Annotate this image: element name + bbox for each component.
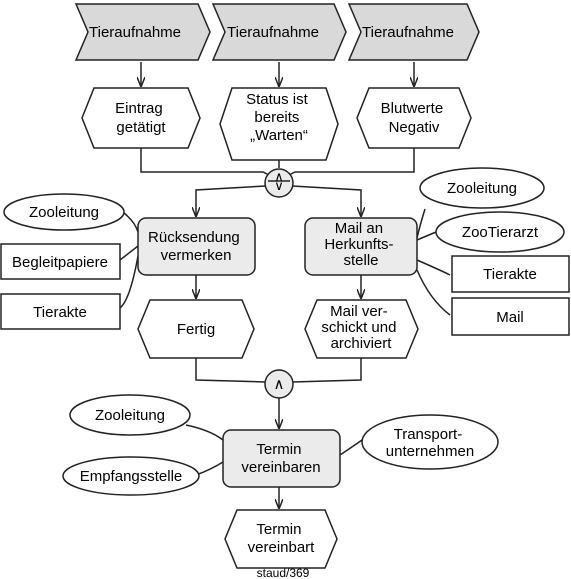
doc-tierakte-right: Tierakte (451, 255, 570, 293)
org-zooleitung-right: Zooleitung (419, 167, 545, 209)
footer-credit: staud/369 (257, 566, 310, 579)
doc-tierakte-left: Tierakte (0, 293, 121, 330)
xor-symbol: ∨ (274, 178, 284, 193)
svg-text:Empfangsstelle: Empfangsstelle (80, 468, 183, 485)
org-zootierarzt: ZooTierarzt (435, 211, 565, 253)
xor-operator: ∨ ∧ (264, 168, 294, 198)
svg-text:ZooTierarzt: ZooTierarzt (462, 224, 539, 241)
event-termin-vereinbart: Termin vereinbart (224, 509, 338, 569)
process-interface-label: Tieraufnahme (362, 24, 454, 41)
event-status-warten: Status ist bereits „Warten“ (219, 87, 339, 161)
doc-mail: Mail (451, 297, 570, 336)
process-interface-label: Tieraufnahme (89, 24, 181, 41)
svg-text:Tierakte: Tierakte (33, 304, 87, 321)
function-mail-herkunftsstelle: Mail an Herkunfts- stelle (304, 217, 418, 276)
org-empfangsstelle: Empfangsstelle (62, 456, 200, 496)
svg-text:∧: ∧ (274, 169, 284, 184)
svg-text:Fertig: Fertig (177, 321, 215, 338)
process-interface-3: Tieraufnahme (347, 3, 480, 61)
and-operator: ∧ (264, 369, 294, 399)
svg-text:Zooleitung: Zooleitung (29, 204, 99, 221)
connectors (119, 62, 451, 508)
svg-text:Zooleitung: Zooleitung (95, 407, 165, 424)
svg-text:Tierakte: Tierakte (483, 266, 537, 283)
doc-begleitpapiere: Begleitpapiere (0, 243, 121, 280)
svg-text:Termin vereinbaren: Termin vereinbaren (241, 441, 320, 476)
svg-text:Begleitpapiere: Begleitpapiere (12, 254, 108, 271)
svg-text:Mail an Herkunfts-: Mail an Herkunfts- stelle (324, 220, 397, 269)
svg-text:Mail: Mail (496, 309, 524, 326)
function-ruecksendung: Rücksendung vermerken (137, 217, 256, 276)
org-transportunternehmen: Transport- unternehmen (361, 414, 499, 470)
function-termin-vereinbaren: Termin vereinbaren (222, 429, 341, 488)
process-interface-2: Tieraufnahme (211, 3, 347, 61)
event-mail-verschickt: Mail ver- schickt und archiviert (304, 299, 419, 359)
org-zooleitung-bottom: Zooleitung (69, 394, 191, 436)
svg-text:Eintrag getätigt: Eintrag getätigt (115, 100, 167, 136)
svg-text:Transport- unternehmen: Transport- unternehmen (386, 426, 474, 460)
org-zooleitung-left: Zooleitung (3, 193, 125, 231)
event-fertig: Fertig (137, 299, 255, 359)
and-symbol: ∧ (274, 376, 285, 393)
event-blutwerte-negativ: Blutwerte Negativ (356, 87, 472, 149)
svg-text:Zooleitung: Zooleitung (447, 180, 517, 197)
process-interface-label: Tieraufnahme (227, 24, 319, 41)
svg-text:Status ist bereits: Status ist bereits „Warten“ (246, 91, 312, 144)
svg-text:Termin vereinbart: Termin vereinbart (248, 521, 316, 556)
svg-text:Blutwerte Negativ: Blutwerte Negativ (381, 100, 448, 136)
svg-text:Rücksendung vermerken: Rücksendung vermerken (148, 229, 244, 264)
process-interface-1: Tieraufnahme (74, 3, 211, 61)
event-eintrag-getaetigt: Eintrag getätigt (81, 87, 201, 149)
svg-text:Mail ver- schickt und: Mail ver- schickt und archiviert (321, 303, 400, 352)
